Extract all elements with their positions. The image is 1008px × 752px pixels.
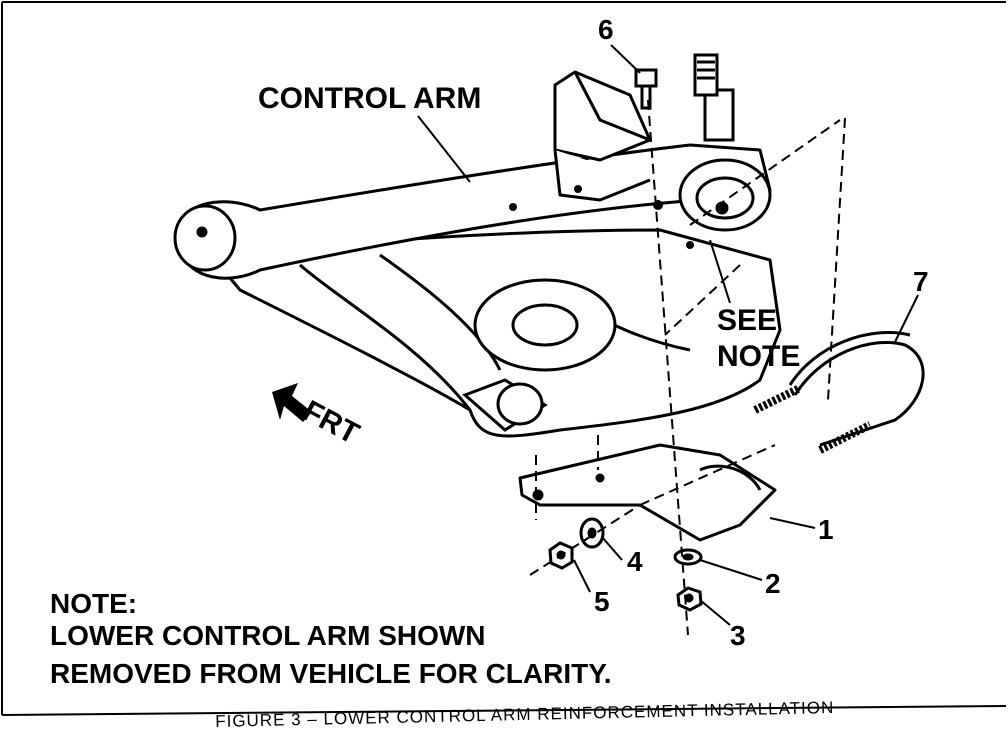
installation-lines <box>529 99 846 636</box>
reinforcement-plate <box>518 443 777 542</box>
rear-bushing <box>473 278 617 372</box>
note-label: NOTE <box>717 340 801 373</box>
note-heading: NOTE: <box>50 588 138 619</box>
callout-6: 6 <box>598 14 614 45</box>
ball-joint <box>678 53 772 232</box>
frt-arrow-icon <box>272 383 312 422</box>
bolt-6 <box>634 68 658 110</box>
callout-1: 1 <box>818 514 834 545</box>
shock-tower <box>553 70 652 202</box>
page-border <box>1 1 1007 716</box>
callout-7: 7 <box>913 266 929 297</box>
washer-2 <box>673 548 703 566</box>
callout-2: 2 <box>765 568 781 599</box>
leader-lines <box>417 44 919 626</box>
washer-4 <box>579 517 605 549</box>
control-arm-label: CONTROL ARM <box>258 82 482 115</box>
see-label: SEE <box>717 304 778 337</box>
callout-5: 5 <box>594 586 610 617</box>
note-line-1: LOWER CONTROL ARM SHOWN <box>50 620 486 651</box>
arm-holes <box>509 185 694 249</box>
note-line-2: REMOVED FROM VEHICLE FOR CLARITY. <box>50 658 612 689</box>
callout-3: 3 <box>730 620 746 651</box>
callout-4: 4 <box>627 546 643 577</box>
u-bolt <box>753 330 925 454</box>
nut-3 <box>676 586 703 612</box>
front-bushing <box>462 378 548 432</box>
